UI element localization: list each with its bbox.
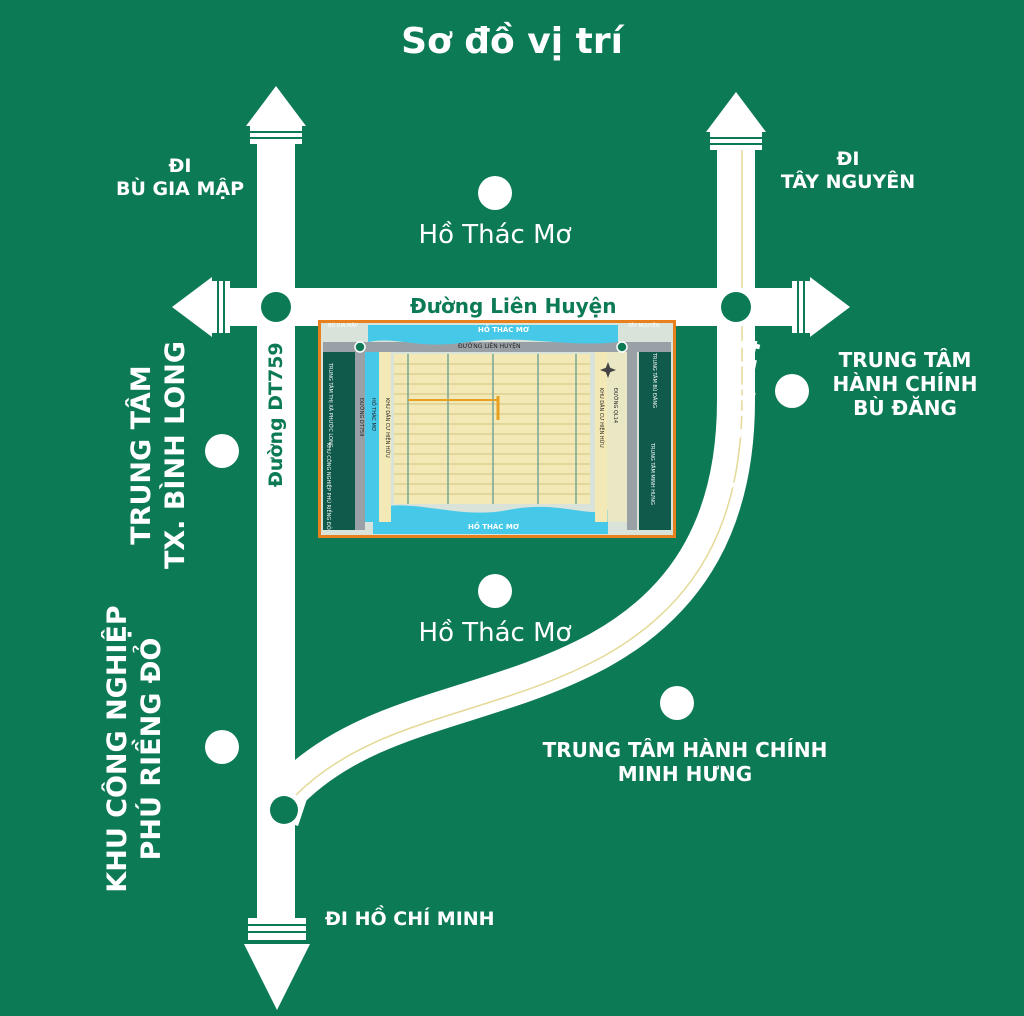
direction-bu-gia-map: ĐI BÙ GIA MẬP bbox=[115, 155, 245, 200]
marker-ho-thac-mo-top bbox=[478, 176, 512, 210]
plan-left-lake: HỒ THÁC MƠ bbox=[370, 398, 376, 432]
arrow-left-icon bbox=[172, 277, 230, 337]
marker-minh-hung bbox=[660, 686, 694, 720]
compass-icon bbox=[600, 362, 616, 378]
junction-dt759-ql14 bbox=[270, 796, 298, 824]
plan-label-ho-thac-mo-top: HỒ THÁC MƠ bbox=[478, 326, 529, 334]
arrow-down-icon bbox=[244, 918, 310, 1010]
plan-left-kdc: KHU DÂN CƯ HIỆN HỮU bbox=[384, 398, 390, 458]
direction-ho-chi-minh: ĐI HỒ CHÍ MINH bbox=[325, 908, 495, 930]
place-phu-rieng-do: KHU CÔNG NGHIỆP PHÚ RIỀNG ĐỎ bbox=[102, 605, 167, 893]
plan-right-kdc: KHU DÂN CƯ HIỆN HỮU bbox=[598, 388, 604, 448]
junction-dt759-lienhuyen bbox=[261, 292, 291, 322]
plan-right-inset-2: TRUNG TÂM MINH HƯNG bbox=[649, 443, 655, 505]
plan-right-inset: TRUNG TÂM BÙ ĐĂNG bbox=[651, 353, 657, 408]
marker-binh-long bbox=[205, 434, 239, 468]
junction-ql14-lienhuyen bbox=[721, 292, 751, 322]
place-minh-hung: TRUNG TÂM HÀNH CHÍNH MINH HƯNG bbox=[542, 738, 828, 786]
page-title: Sơ đồ vị trí bbox=[401, 21, 623, 62]
dt759-road bbox=[257, 140, 295, 920]
marker-ho-thac-mo-bottom bbox=[478, 574, 512, 608]
plan-label-ho-thac-mo-bottom: HỒ THÁC MƠ bbox=[468, 523, 519, 531]
plan-left-inset-2: KHU CÔNG NGHIỆP PHÚ RIỀNG ĐỎ bbox=[325, 443, 331, 530]
ql14-road bbox=[261, 140, 755, 827]
place-ho-thac-mo-top: Hồ Thác Mơ bbox=[418, 220, 572, 250]
plan-label-lien-huyen: ĐƯỜNG LIÊN HUYỆN bbox=[458, 343, 521, 350]
place-ho-thac-mo-bottom: Hồ Thác Mơ bbox=[418, 618, 572, 648]
arrow-up-right-icon bbox=[706, 92, 766, 150]
direction-tay-nguyen: ĐI TÂY NGUYÊN bbox=[780, 148, 916, 193]
arrow-right-icon bbox=[792, 277, 850, 337]
arrow-up-left-icon bbox=[246, 86, 306, 144]
plan-corner-left: BÙ GIA MẬP bbox=[328, 323, 358, 329]
road-label-dt759: Đường DT759 bbox=[265, 342, 287, 487]
plan-left-road: ĐƯỜNG DT759 bbox=[358, 398, 364, 437]
place-binh-long: TRUNG TÂM TX. BÌNH LONG bbox=[126, 340, 191, 570]
plan-right-road: ĐƯỜNG QL14 bbox=[612, 388, 618, 424]
lien-huyen-road bbox=[220, 288, 800, 326]
plan-left-inset: TRUNG TÂM THỊ XÃ PHƯỚC LONG bbox=[327, 363, 333, 448]
site-plan: HỒ THÁC MƠ ĐƯỜNG LIÊN HUYỆN HỒ THÁC MƠ B… bbox=[318, 320, 676, 538]
place-bu-dang: TRUNG TÂM HÀNH CHÍNH BÙ ĐĂNG bbox=[832, 348, 978, 420]
road-label-lien-huyen: Đường Liên Huyện bbox=[410, 294, 617, 318]
marker-bu-dang bbox=[775, 374, 809, 408]
marker-phu-rieng-do bbox=[205, 730, 239, 764]
site-plan-drawing bbox=[321, 323, 673, 535]
plan-corner-right: TÂY NGUYÊN bbox=[628, 323, 660, 329]
